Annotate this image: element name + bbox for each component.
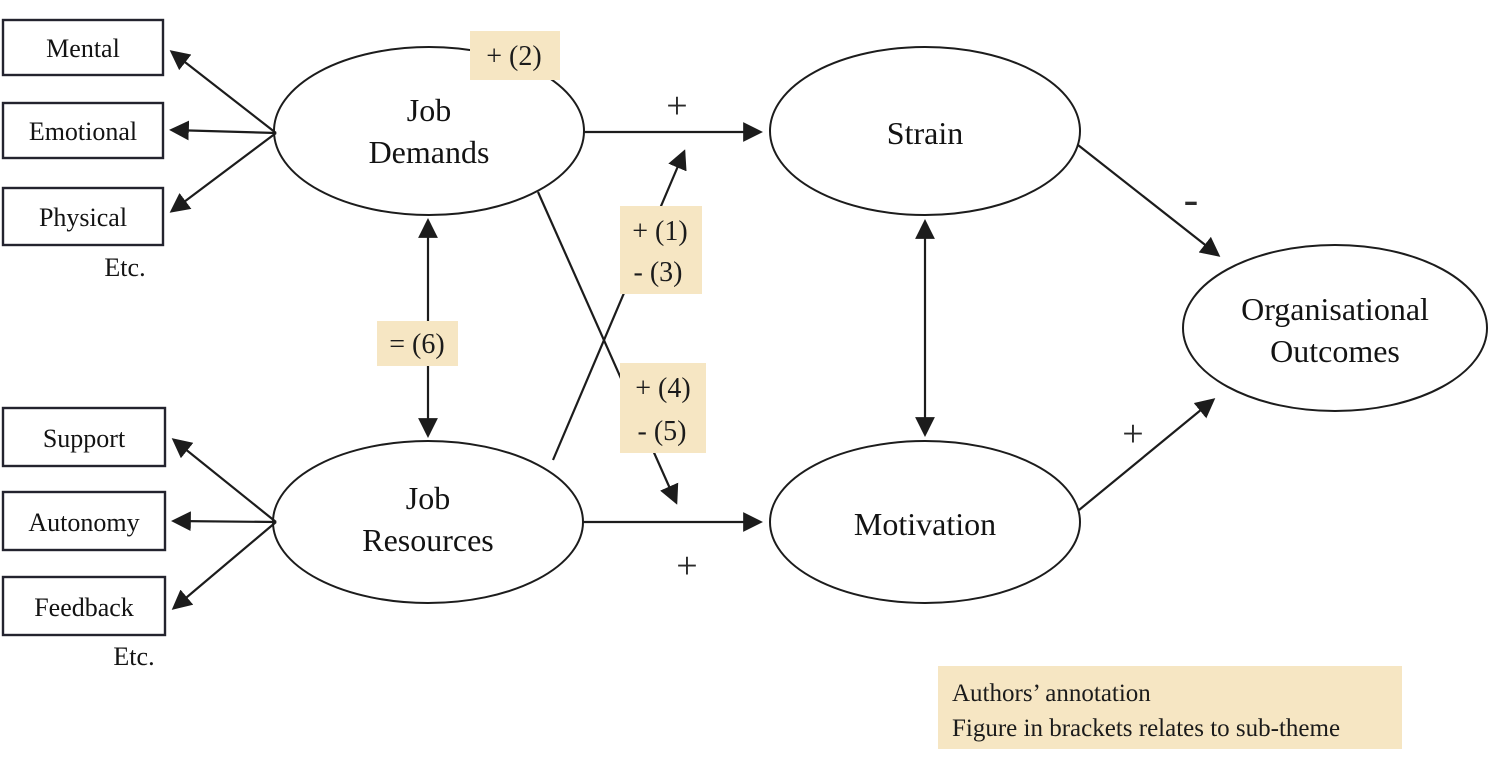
annotation-1-3-highlight — [620, 206, 702, 294]
arrow-demands-to-emotional — [169, 120, 277, 141]
annotation-2-label: + (2) — [486, 41, 541, 72]
emotional-label: Emotional — [29, 117, 137, 146]
strain-outcomes-sign: - — [1184, 175, 1199, 224]
strain-node — [769, 46, 1081, 216]
motivation-outcomes-sign: + — [1122, 413, 1143, 455]
mental-label: Mental — [46, 34, 120, 63]
annotation-1-label: + (1) — [632, 216, 687, 247]
arrow-resources-to-feedback — [171, 521, 277, 610]
annotation-4-label: + (4) — [635, 373, 690, 404]
job-resources-label-line2: Resources — [362, 522, 494, 558]
support-label: Support — [43, 424, 126, 453]
demand-etc-label: Etc. — [104, 253, 145, 282]
feedback-label: Feedback — [34, 593, 134, 622]
emotional-box — [1, 101, 165, 160]
arrow-motivation-to-outcomes — [1078, 398, 1216, 511]
strain-label: Strain — [887, 115, 963, 151]
physical-box — [1, 186, 165, 247]
support-box — [1, 406, 167, 468]
job-resources-label-line1: Job — [406, 480, 450, 516]
resources-motivation-sign: + — [676, 545, 697, 587]
job-demands-label-line1: Job — [407, 92, 451, 128]
annotation-6-highlight — [377, 321, 458, 366]
annotation-3-label: - (3) — [634, 257, 683, 288]
demands-strain-sign: + — [666, 85, 687, 127]
autonomy-box — [1, 490, 167, 552]
autonomy-label: Autonomy — [28, 508, 139, 537]
resource-etc-label: Etc. — [113, 642, 154, 671]
annotation-2-highlight — [470, 31, 560, 80]
arrow-demands-to-physical — [169, 132, 277, 213]
arrow-demands-to-mental — [169, 50, 277, 134]
organisational-outcomes-label-line1: Organisational — [1241, 291, 1429, 327]
annotation-5-label: - (5) — [638, 416, 687, 447]
organisational-outcomes-node — [1182, 244, 1488, 412]
arrow-resources-to-support — [171, 438, 277, 523]
arrow-resources-onto-demands-strain-path — [551, 149, 687, 461]
organisational-outcomes-label-line2: Outcomes — [1270, 333, 1400, 369]
physical-label: Physical — [39, 203, 127, 232]
annotation-4-5-highlight — [620, 363, 706, 453]
job-demands-label-line2: Demands — [369, 134, 490, 170]
mental-box — [1, 18, 165, 77]
legend-line1: Authors’ annotation — [952, 680, 1151, 707]
feedback-box — [1, 575, 167, 637]
motivation-node — [769, 440, 1081, 604]
arrow-resources-to-autonomy — [171, 511, 277, 532]
motivation-label: Motivation — [854, 506, 996, 542]
arrow-strain-to-outcomes — [1077, 144, 1221, 257]
legend-highlight — [938, 666, 1402, 749]
annotation-6-label: = (6) — [389, 329, 444, 360]
legend-line2: Figure in brackets relates to sub-theme — [952, 715, 1340, 742]
